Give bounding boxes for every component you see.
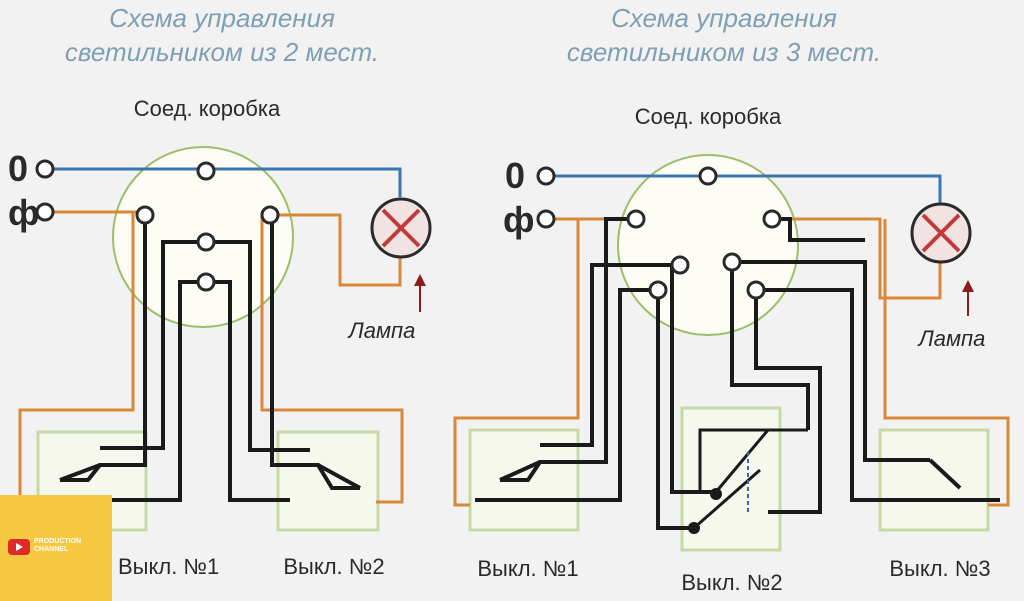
right-lamp-arrow-icon bbox=[962, 280, 974, 316]
right-traveler-2b-in bbox=[656, 290, 694, 530]
right-switch-3-plate bbox=[878, 428, 990, 532]
left-neutral-wire bbox=[47, 167, 402, 197]
left-traveler-2a bbox=[60, 280, 205, 502]
left-switch-1-label: Выкл. №1 bbox=[118, 554, 219, 579]
left-box-terminal-traveler-1 bbox=[196, 232, 216, 252]
left-box-terminal-traveler-2 bbox=[196, 272, 216, 292]
left-switch-2-contact bbox=[317, 463, 361, 490]
right-traveler-1a bbox=[540, 263, 680, 447]
right-phase-terminal bbox=[536, 209, 556, 229]
right-phase-drop bbox=[453, 219, 580, 507]
left-title-line-2: светильником из 2 мест. bbox=[65, 37, 379, 67]
right-neutral-terminal bbox=[536, 166, 556, 186]
left-switch-2-feed-wire bbox=[260, 215, 404, 504]
right-diagram: Схема управления светильником из 3 мест.… bbox=[453, 3, 1010, 595]
right-neutral-symbol: 0 bbox=[505, 155, 525, 196]
right-traveler-3b bbox=[756, 288, 1000, 502]
right-switch-3-feed-wire bbox=[883, 219, 1010, 507]
right-phase-symbol: ф bbox=[503, 199, 535, 240]
left-box-terminal-neutral bbox=[196, 161, 216, 181]
left-junction-box-label: Соед. коробка bbox=[134, 96, 281, 121]
right-box-terminal-neutral bbox=[698, 166, 718, 186]
right-box-terminal-lamp bbox=[762, 209, 782, 229]
left-lamp-arrow-icon bbox=[414, 274, 426, 312]
right-switch-1-label: Выкл. №1 bbox=[477, 556, 578, 581]
left-phase-symbol: ф bbox=[8, 192, 40, 233]
right-switch-2-label: Выкл. №2 bbox=[681, 570, 782, 595]
left-lamp-feed-wire bbox=[270, 213, 402, 287]
left-lamp-icon bbox=[370, 197, 432, 259]
channel-logo: PRODUCTION CHANNEL bbox=[0, 495, 112, 601]
left-neutral-terminal bbox=[35, 159, 55, 179]
left-diagram: Схема управления светильником из 2 мест.… bbox=[8, 3, 432, 579]
right-switch-1-common-wire bbox=[500, 217, 636, 482]
left-neutral-symbol: 0 bbox=[8, 148, 28, 189]
right-switch-3-contact bbox=[928, 458, 962, 490]
right-junction-box-label: Соед. коробка bbox=[635, 104, 782, 129]
right-title-line-1: Схема управления bbox=[611, 3, 837, 33]
left-box-terminal-lamp bbox=[260, 205, 280, 225]
right-traveler-1b bbox=[475, 288, 658, 502]
left-switch-2-label: Выкл. №2 bbox=[283, 554, 384, 579]
right-switch-3-label: Выкл. №3 bbox=[889, 556, 990, 581]
right-switch-1-contact bbox=[499, 460, 541, 482]
right-box-terminal-traveler-1 bbox=[670, 255, 690, 275]
right-traveler-2b-out bbox=[754, 290, 822, 514]
right-switch-2-node-2 bbox=[688, 522, 700, 534]
right-lamp-icon bbox=[910, 202, 972, 264]
right-box-terminal-traveler-2 bbox=[722, 252, 742, 272]
right-switch-2-inner-a bbox=[698, 428, 808, 492]
left-traveler-1b bbox=[205, 240, 310, 452]
left-title-line-1: Схема управления bbox=[109, 3, 335, 33]
play-icon bbox=[8, 539, 30, 555]
right-switch-2-contact-a bbox=[714, 429, 770, 493]
left-lamp-label: Лампа bbox=[347, 318, 416, 343]
right-traveler-2a-out bbox=[730, 262, 810, 430]
left-phase-terminal bbox=[35, 202, 55, 222]
right-title-line-2: светильником из 3 мест. bbox=[567, 37, 881, 67]
left-traveler-2b bbox=[205, 280, 290, 502]
right-box-terminal-traveler-4 bbox=[746, 280, 766, 300]
logo-text: PRODUCTION CHANNEL bbox=[34, 538, 82, 553]
left-box-terminal-phase bbox=[135, 205, 155, 225]
right-box-terminal-traveler-3 bbox=[648, 280, 668, 300]
right-switch-2-contact-b bbox=[693, 468, 761, 530]
left-traveler-1a bbox=[100, 240, 205, 450]
right-switch-2-node-1 bbox=[710, 488, 722, 500]
right-box-terminal-phase bbox=[626, 209, 646, 229]
right-lamp-label: Лампа bbox=[917, 326, 986, 351]
left-switch-1-contact bbox=[59, 463, 101, 482]
right-traveler-3a bbox=[732, 260, 930, 462]
right-lamp-feed-wire bbox=[772, 217, 942, 300]
right-neutral-wire bbox=[548, 174, 942, 203]
